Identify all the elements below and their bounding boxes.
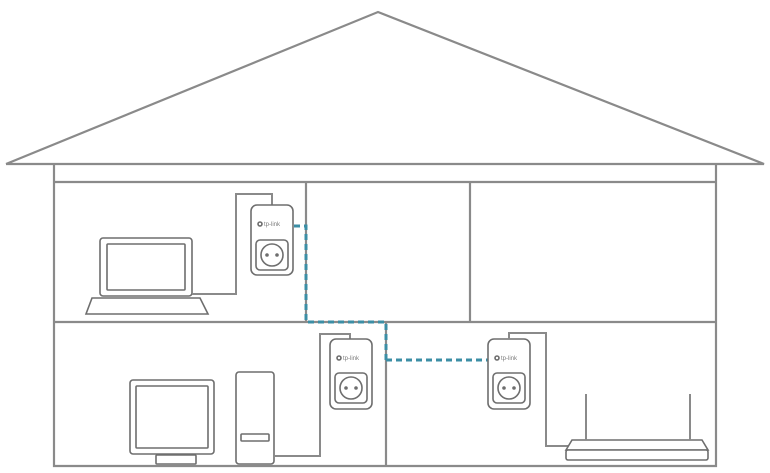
laptop-icon xyxy=(84,237,210,315)
powerline-adapter-lower-right: tp-link xyxy=(487,338,531,410)
desktop-pc-icon xyxy=(129,371,275,465)
powerline-adapter-upper: tp-link xyxy=(250,204,294,276)
desktop-cable xyxy=(274,333,351,457)
adapter-brand-label: tp-link xyxy=(501,356,518,362)
laptop-cable xyxy=(192,193,273,295)
house xyxy=(5,10,765,468)
router-cable xyxy=(508,332,568,447)
router-icon xyxy=(564,394,710,461)
adapter-brand-label: tp-link xyxy=(264,222,281,228)
adapter-brand-label: tp-link xyxy=(343,356,360,362)
powerline-link-upper xyxy=(294,224,388,360)
roof xyxy=(5,10,765,166)
powerline-adapter-lower-left: tp-link xyxy=(329,338,373,410)
